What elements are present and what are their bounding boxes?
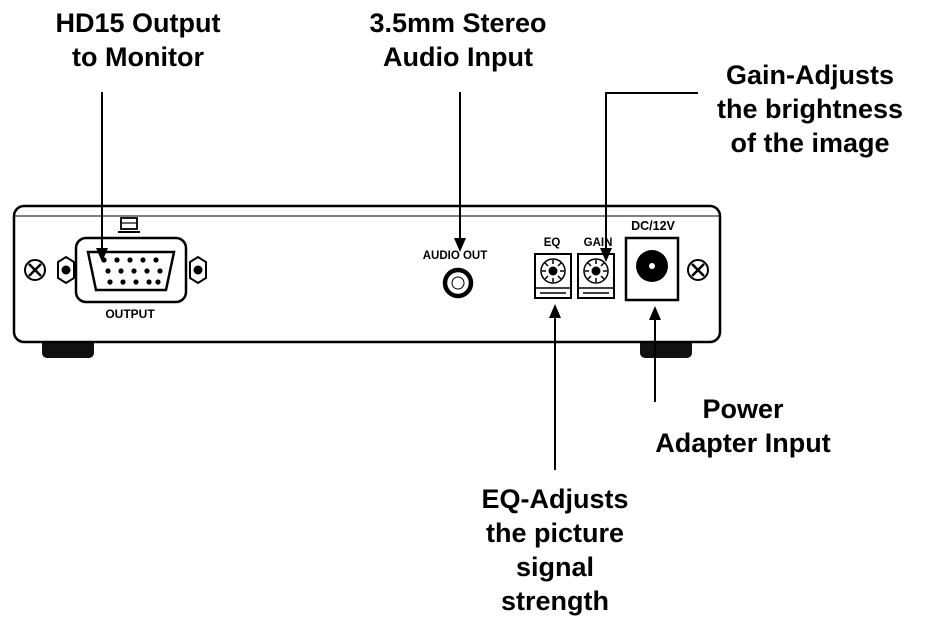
callout-hd15: HD15 Output to Monitor <box>22 6 254 74</box>
callout-power-line1: Power <box>702 394 784 424</box>
audio-leader-arrow <box>454 92 466 252</box>
callout-gain: Gain-Adjusts the brightness of the image <box>690 58 930 160</box>
right-screw-icon <box>687 259 709 281</box>
power-leader-arrow <box>649 306 661 402</box>
left-screw-icon <box>24 259 46 281</box>
eq-leader-arrow <box>549 304 561 470</box>
monitor-icon <box>118 217 140 233</box>
callout-eq-line1: EQ-Adjusts <box>481 484 629 514</box>
callout-gain-line1: Gain-Adjusts <box>725 60 894 90</box>
gain-leader-arrow <box>600 92 698 262</box>
dc-power-jack <box>624 236 680 302</box>
callout-power: Power Adapter Input <box>628 392 858 460</box>
eq-label: EQ <box>544 237 561 249</box>
callout-hd15-line2: to Monitor <box>72 42 204 72</box>
callout-power-line2: Adapter Input <box>655 428 831 458</box>
eq-trimmer <box>534 253 572 299</box>
gain-label: GAIN <box>584 237 613 249</box>
callout-gain-line3: of the image <box>730 128 890 158</box>
callout-gain-line2: the brightness <box>716 94 904 124</box>
callout-eq: EQ-Adjusts the picture signal strength <box>455 482 655 618</box>
callout-audio: 3.5mm Stereo Audio Input <box>338 6 578 74</box>
callout-audio-line1: 3.5mm Stereo <box>369 8 547 38</box>
audio-out-label: AUDIO OUT <box>423 250 488 262</box>
audio-jack <box>442 267 474 299</box>
gain-trimmer <box>577 253 615 299</box>
rear-panel <box>12 204 722 344</box>
dc-label: DC/12V <box>631 219 675 233</box>
callout-hd15-line1: HD15 Output <box>55 8 221 38</box>
hd15-leader-arrow <box>96 92 108 262</box>
callout-eq-line4: strength <box>501 586 609 616</box>
callout-eq-line2: the picture <box>485 518 625 548</box>
callout-audio-line2: Audio Input <box>383 42 533 72</box>
output-label: OUTPUT <box>105 307 155 321</box>
callout-eq-line3: signal <box>515 552 595 582</box>
